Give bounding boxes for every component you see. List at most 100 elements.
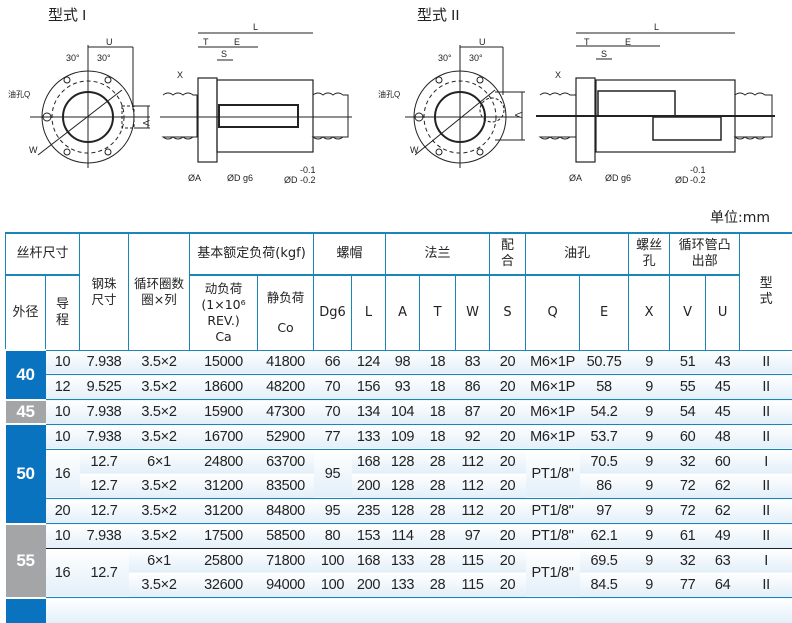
table-cell: 9	[629, 548, 670, 573]
table-cell: 54.2	[580, 400, 629, 425]
table-cell: 95	[314, 449, 352, 499]
label-w: W	[29, 145, 38, 155]
table-cell: PT1/8"	[526, 524, 580, 549]
table-cell: 17500	[190, 524, 258, 549]
table-cell: II	[740, 474, 792, 499]
table-cell: 97	[456, 524, 490, 549]
table-cell: 45	[706, 400, 740, 425]
table-cell: 12.7	[80, 449, 129, 474]
table-cell: 3.5×2	[129, 499, 190, 524]
table-cell: 9	[629, 449, 670, 474]
table-cell: 58500	[258, 524, 314, 549]
table-cell: 83500	[258, 474, 314, 499]
table-cell: 61	[670, 524, 706, 549]
table-cell: 28	[420, 474, 456, 499]
table-cell: 20	[490, 350, 526, 375]
header-dg6: Dg6	[314, 275, 352, 350]
table-cell: 47300	[258, 400, 314, 425]
table-cell: 70	[314, 400, 352, 425]
header-a: A	[386, 275, 420, 350]
header-tube: 循环管凸出部	[670, 233, 740, 275]
table-cell: 28	[420, 573, 456, 598]
table-cell: 20	[490, 499, 526, 524]
table-cell: 48	[706, 424, 740, 449]
table-cell: 62	[706, 474, 740, 499]
table-cell: M6×1P	[526, 375, 580, 400]
table-cell: I	[740, 548, 792, 573]
table-cell: 9	[629, 424, 670, 449]
table-cell: 87	[456, 400, 490, 425]
table-cell: 200	[352, 474, 386, 499]
drawings: 型式 I U 30° 30° V 油孔Q W L T E S X ØA ØD g…	[0, 0, 792, 205]
table-cell: 12	[46, 375, 80, 400]
header-ball: 钢珠尺寸	[80, 233, 129, 350]
table-cell: 92	[456, 424, 490, 449]
dynamic-note: (1×10⁶ REV.)	[190, 297, 257, 329]
table-cell: 12.7	[80, 499, 129, 524]
table-cell: 3.5×2	[129, 350, 190, 375]
table-cell: M6×1P	[526, 350, 580, 375]
table-cell: 128	[386, 474, 420, 499]
table-cell: 20	[490, 400, 526, 425]
table-cell: 3.5×2	[129, 524, 190, 549]
table-cell: 20	[490, 524, 526, 549]
label-l: L	[654, 22, 659, 32]
label-u: U	[479, 37, 486, 47]
table-cell: 20	[490, 573, 526, 598]
type2-drawing: 型式 II U 30° 30° V 油孔Q W L T E S X ØA ØD …	[378, 7, 775, 185]
header-type: 型式	[740, 233, 792, 350]
header-flange: 法兰	[386, 233, 490, 275]
angle-label: 30°	[469, 53, 483, 63]
label-dg6: ØD g6	[227, 173, 253, 183]
header-e: E	[580, 275, 629, 350]
angle-label: 30°	[438, 53, 452, 63]
table-cell: 168	[352, 548, 386, 573]
label-t: T	[203, 37, 209, 47]
table-cell: 71800	[258, 548, 314, 573]
header-s: S	[490, 275, 526, 350]
table-cell: 20	[46, 499, 80, 524]
table-cell: II	[740, 375, 792, 400]
label-x: X	[177, 70, 183, 80]
table-cell: 18	[420, 375, 456, 400]
table-cell: 9	[629, 499, 670, 524]
spec-table: 丝杆尺寸 钢珠尺寸 循环圈数圈×列 基本额定负荷(kgf) 螺帽 法兰 配合 油…	[5, 232, 792, 623]
table-cell: 41800	[258, 350, 314, 375]
table-cell: II	[740, 424, 792, 449]
table-cell: 60	[670, 424, 706, 449]
table-cell: 12.7	[80, 474, 129, 499]
table-cell: II	[740, 524, 792, 549]
table-cell: 7.938	[80, 524, 129, 549]
table-cell: 124	[352, 350, 386, 375]
table-cell: 153	[352, 524, 386, 549]
table-cell: 93	[386, 375, 420, 400]
static-label: 静负荷	[258, 290, 313, 306]
table-cell: 84800	[258, 499, 314, 524]
table-cell: 112	[456, 499, 490, 524]
table-cell: M6×1P	[526, 400, 580, 425]
table-cell: 54	[670, 400, 706, 425]
dynamic-label: 动负荷	[190, 281, 257, 297]
header-outer-dia: 外径	[6, 275, 46, 350]
table-cell: 94000	[258, 573, 314, 598]
table-cell: 133	[386, 548, 420, 573]
table-cell: 25800	[190, 548, 258, 573]
label-d: ØD	[675, 175, 689, 185]
screw-diameter-cell: 55	[6, 524, 46, 598]
table-cell: 16700	[190, 424, 258, 449]
table-cell: 9	[629, 400, 670, 425]
table-cell: 7.938	[80, 424, 129, 449]
table-cell: 9	[629, 474, 670, 499]
table-cell: 18600	[190, 375, 258, 400]
label-w: W	[410, 145, 419, 155]
table-cell: 50.75	[580, 350, 629, 375]
table-cell: 72	[670, 474, 706, 499]
label-e: E	[234, 37, 240, 47]
label-l: L	[253, 22, 258, 32]
table-cell: 32600	[190, 573, 258, 598]
table-cell: 114	[386, 524, 420, 549]
